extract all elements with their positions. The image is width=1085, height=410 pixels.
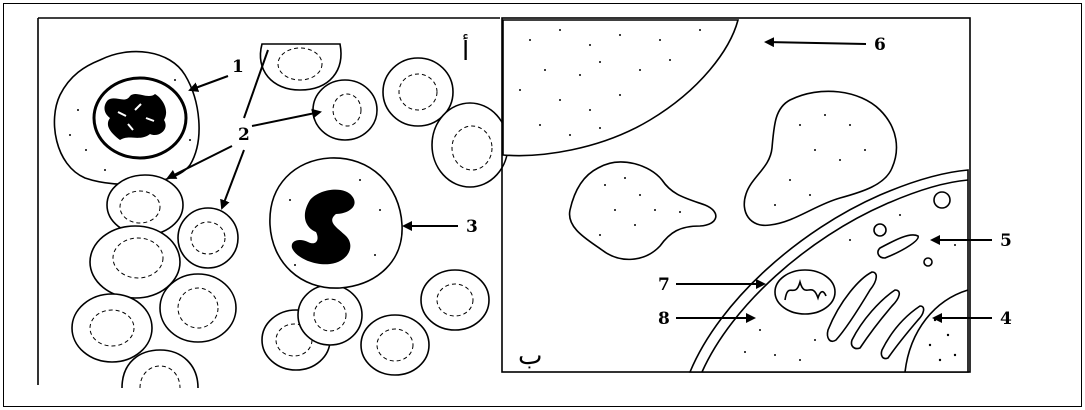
- rbc: [298, 285, 362, 345]
- label-6: 6: [874, 35, 886, 55]
- label-7: 7: [658, 275, 670, 295]
- rbc: [361, 315, 429, 375]
- rbc: [432, 103, 508, 187]
- label-2: 2: [238, 125, 250, 145]
- rbc: [72, 294, 152, 362]
- platelet-left: [570, 162, 716, 259]
- panel-letter-left: أ: [462, 33, 469, 67]
- mitochondrion: [775, 270, 835, 314]
- arrow-6: [766, 42, 866, 44]
- label-8: 8: [658, 309, 670, 329]
- rbc: [178, 208, 238, 268]
- label-1: 1: [232, 57, 244, 77]
- right-panel: 6 5 4 7 8 ب: [502, 18, 1012, 372]
- left-panel: 1 2 3 أ: [38, 18, 508, 388]
- rbc: [160, 274, 236, 342]
- rbc: [421, 270, 489, 330]
- arrow-2a: [252, 112, 320, 126]
- arrow-1: [190, 76, 228, 90]
- label-4: 4: [1000, 309, 1012, 329]
- rbc: [107, 175, 183, 235]
- large-cell-top: [503, 20, 738, 156]
- arrow-2c: [222, 150, 244, 208]
- label-3: 3: [466, 217, 478, 237]
- arrow-2d: [244, 50, 268, 118]
- vesicle: [934, 192, 950, 208]
- label-5: 5: [1000, 231, 1012, 251]
- vesicle: [874, 224, 886, 236]
- lobed-nucleus-cell: [270, 158, 402, 288]
- panel-letter-right: ب: [518, 341, 542, 371]
- rbc: [90, 226, 180, 298]
- large-nucleated-cell: [54, 52, 199, 185]
- vesicle: [924, 258, 932, 266]
- rbc: [313, 80, 377, 140]
